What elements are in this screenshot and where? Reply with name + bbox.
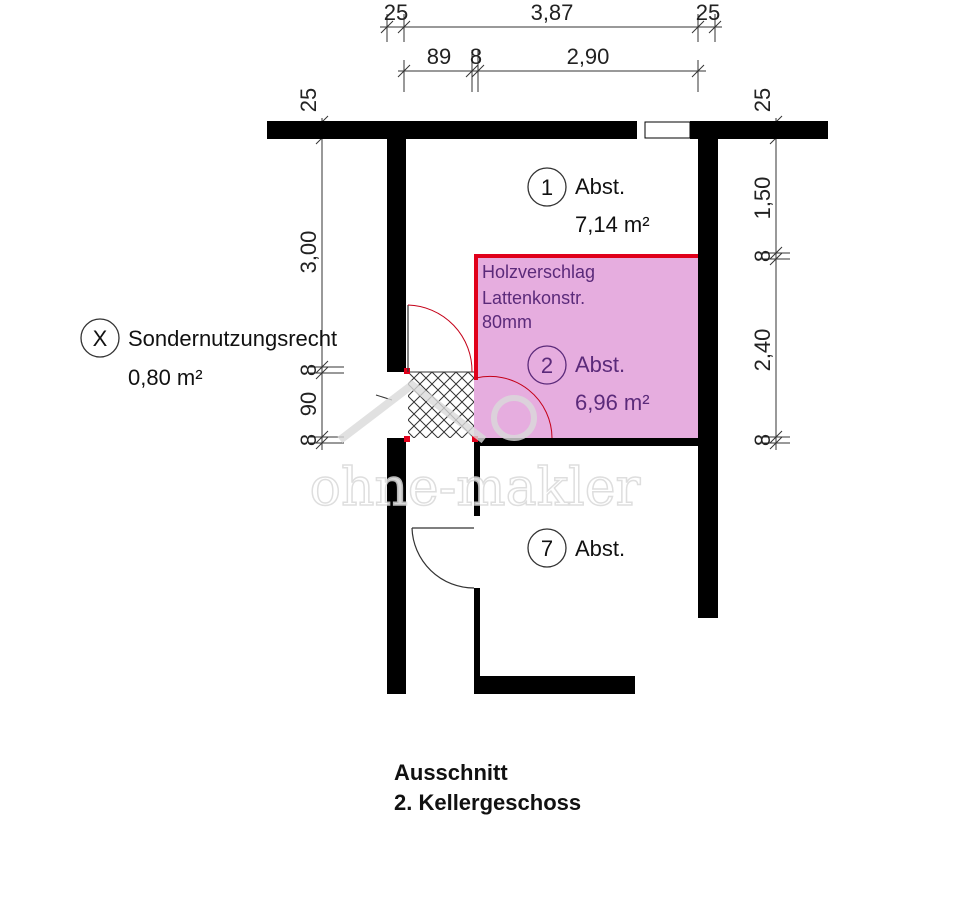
room-2-type: Abst. (575, 352, 625, 377)
room-1-area: 7,14 m² (575, 212, 650, 237)
dim-1-50: 1,50 (750, 177, 775, 220)
room-7-label: 7 Abst. (527, 528, 625, 568)
special-use-marker: X (93, 326, 108, 351)
dim-8-top: 8 (470, 44, 482, 69)
note-line-3: 80mm (482, 312, 532, 332)
dim-2-40: 2,40 (750, 329, 775, 372)
dim-right-8a: 8 (750, 250, 775, 262)
window-opening (644, 121, 691, 139)
dim-right-8b: 8 (750, 434, 775, 446)
special-use-area: 0,80 m² (128, 365, 203, 390)
dim-89: 89 (427, 44, 451, 69)
dim-top-left-25: 25 (384, 0, 408, 25)
dim-2-90: 2,90 (567, 44, 610, 69)
caption-line-2: 2. Kellergeschoss (394, 790, 581, 815)
dim-top-total: 3,87 (531, 0, 574, 25)
note-line-1: Holzverschlag (482, 262, 595, 282)
top-dimension-chain-1: 25 3,87 25 (380, 0, 722, 42)
special-use-label: X Sondernutzungsrecht 0,80 m² (80, 318, 393, 401)
door-swing-left-upper (407, 304, 473, 373)
special-use-title: Sondernutzungsrecht (128, 326, 337, 351)
room-1-number: 1 (541, 175, 553, 200)
room-7-type: Abst. (575, 536, 625, 561)
room-2-area: 6,96 m² (575, 390, 650, 415)
top-dimension-chain-2: 89 8 2,90 (397, 44, 706, 92)
note-line-2: Lattenkonstr. (482, 288, 585, 308)
storage-room-2-highlight (474, 256, 698, 441)
caption: Ausschnitt 2. Kellergeschoss (394, 760, 581, 815)
door-swing-storage-2 (475, 375, 553, 439)
dim-3-00: 3,00 (296, 231, 321, 274)
door-swing-room-7 (411, 527, 475, 589)
watermark: ohne-makler (309, 379, 641, 519)
dim-left-25: 25 (296, 88, 321, 112)
room-2-label: 2 Abst. 6,96 m² (527, 345, 650, 415)
dim-90: 90 (296, 392, 321, 416)
walls (267, 121, 828, 694)
right-dimension-chain: 25 1,50 8 2,40 8 (750, 88, 790, 450)
left-dimension-chain: 25 3,00 8 90 8 (296, 88, 344, 450)
room-7-number: 7 (541, 536, 553, 561)
dim-left-8b: 8 (296, 434, 321, 446)
room-1-label: 1 Abst. 7,14 m² (527, 167, 650, 237)
caption-line-1: Ausschnitt (394, 760, 508, 785)
storage-note: Holzverschlag Lattenkonstr. 80mm (482, 262, 595, 332)
room-2-number: 2 (541, 353, 553, 378)
room-1-type: Abst. (575, 174, 625, 199)
dim-right-25: 25 (750, 88, 775, 112)
dim-top-right-25: 25 (696, 0, 720, 25)
watermark-text: ohne-makler (310, 458, 641, 518)
dim-left-8a: 8 (296, 364, 321, 376)
